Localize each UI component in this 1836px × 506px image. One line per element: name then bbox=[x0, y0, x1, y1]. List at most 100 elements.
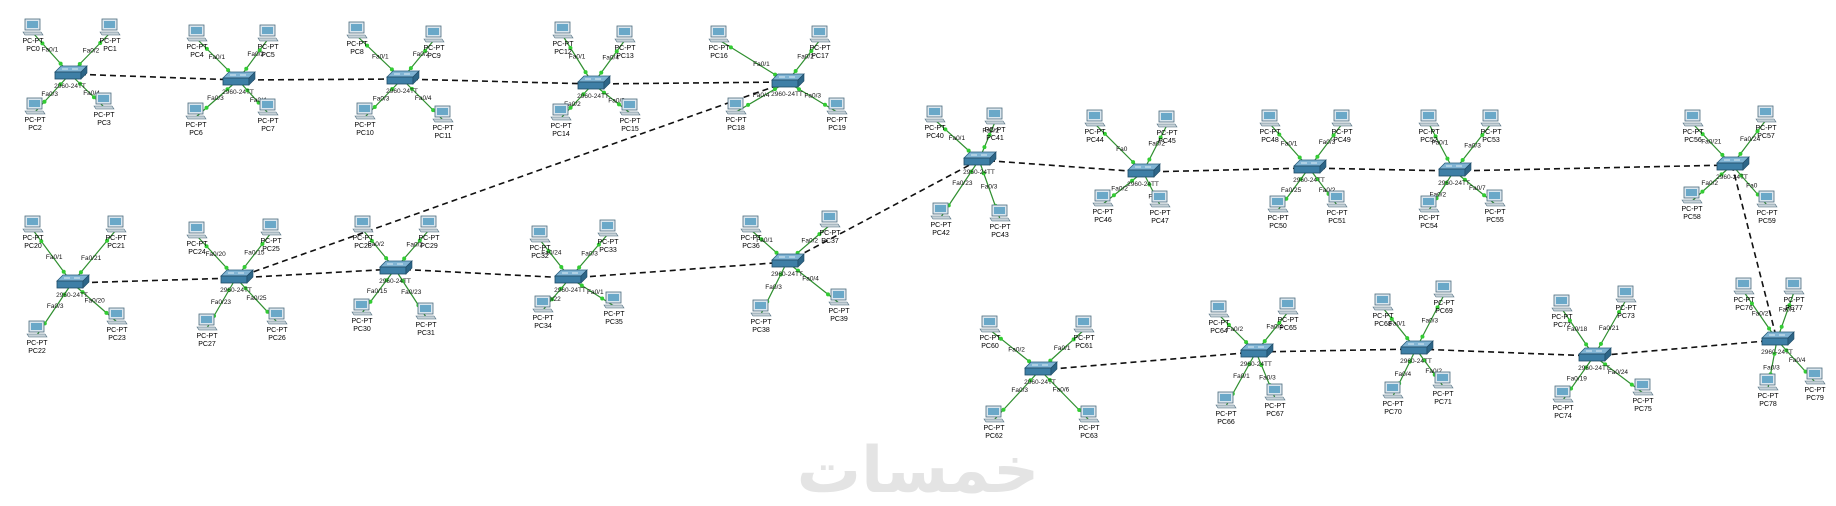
trunk-link[interactable] bbox=[1453, 164, 1733, 172]
trunk-link[interactable] bbox=[1039, 351, 1257, 371]
trunk-link[interactable] bbox=[237, 78, 403, 81]
switch-node[interactable]: 2960-24TT bbox=[1761, 331, 1795, 356]
trunk-link[interactable] bbox=[592, 81, 788, 85]
switch-node[interactable]: 2960-24TT bbox=[379, 260, 413, 285]
trunk-link[interactable] bbox=[1731, 164, 1778, 341]
trunk-link[interactable] bbox=[978, 159, 1144, 173]
switch-node[interactable]: 2960-24TT bbox=[1127, 163, 1161, 188]
switch-node[interactable]: 2960-24TT bbox=[1400, 340, 1434, 365]
switch-node[interactable]: 2960-24TT bbox=[220, 269, 254, 294]
access-link[interactable] bbox=[993, 369, 1041, 421]
switch-node[interactable]: 2960-24TT bbox=[386, 70, 420, 95]
switch-node[interactable]: 2960-24TT bbox=[1578, 347, 1612, 372]
switch-node[interactable]: 2960-24TT bbox=[222, 71, 256, 96]
trunk-link[interactable] bbox=[1255, 348, 1417, 353]
switch-node[interactable]: 2960-24TT bbox=[1024, 361, 1058, 386]
switch-node[interactable]: 2960-24TT bbox=[1293, 159, 1327, 184]
access-link[interactable] bbox=[1415, 294, 1445, 350]
access-link[interactable] bbox=[71, 229, 117, 284]
trunk-link[interactable] bbox=[1593, 339, 1778, 357]
trunk-link[interactable] bbox=[235, 81, 788, 279]
switch-node[interactable]: 2960-24TT bbox=[56, 274, 90, 299]
trunk-link[interactable] bbox=[1142, 167, 1310, 173]
switch-node[interactable]: 2960-24TT bbox=[963, 151, 997, 176]
access-link[interactable] bbox=[786, 261, 840, 304]
access-link[interactable] bbox=[32, 229, 73, 284]
trunk-link[interactable] bbox=[71, 277, 237, 284]
switch-node[interactable]: 2960-24TT bbox=[1438, 162, 1472, 187]
trunk-link[interactable] bbox=[69, 73, 239, 81]
switch-node[interactable]: 2960-24TT bbox=[771, 73, 805, 98]
switch-node[interactable]: 2960-24TT bbox=[54, 65, 88, 90]
trunk-link[interactable] bbox=[786, 159, 980, 263]
access-link[interactable] bbox=[1593, 299, 1627, 357]
switch-node[interactable]: 2960-24TT bbox=[1240, 343, 1274, 368]
switch-node[interactable]: 2960-24TT bbox=[1716, 156, 1750, 181]
trunk-link[interactable] bbox=[394, 268, 571, 279]
switch-node[interactable]: 2960-24TT bbox=[554, 269, 588, 294]
trunk-link[interactable] bbox=[235, 268, 396, 279]
